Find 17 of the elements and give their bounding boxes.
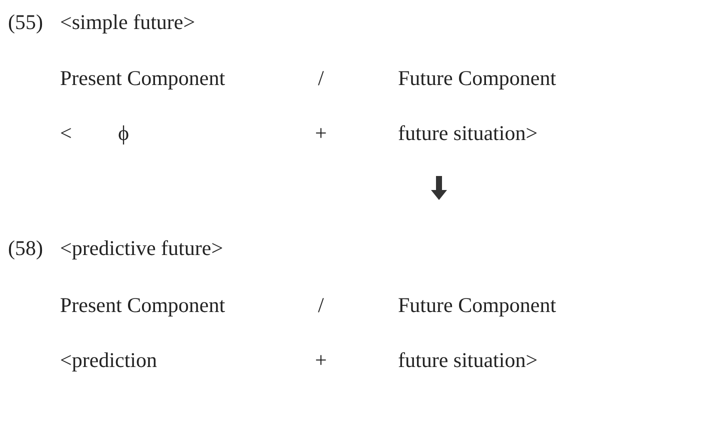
column-heading: Present Component bbox=[60, 66, 226, 90]
separator: / bbox=[318, 66, 324, 90]
plus-sign: + bbox=[315, 348, 327, 372]
component-text: future situation> bbox=[398, 121, 538, 145]
example-heading: <predictive future> bbox=[60, 236, 224, 260]
column-heading: Future Component bbox=[398, 293, 556, 317]
component-text: future situation> bbox=[398, 348, 538, 372]
component-text: <prediction bbox=[60, 348, 157, 372]
separator: / bbox=[318, 293, 324, 317]
bracket: < bbox=[60, 121, 72, 145]
plus-sign: + bbox=[315, 121, 327, 145]
example-number: (55) bbox=[8, 10, 43, 34]
column-heading: Future Component bbox=[398, 66, 556, 90]
symbol: ϕ bbox=[118, 121, 130, 145]
example-number: (58) bbox=[8, 236, 43, 260]
example-heading: <simple future> bbox=[60, 10, 196, 34]
column-heading: Present Component bbox=[60, 293, 226, 317]
